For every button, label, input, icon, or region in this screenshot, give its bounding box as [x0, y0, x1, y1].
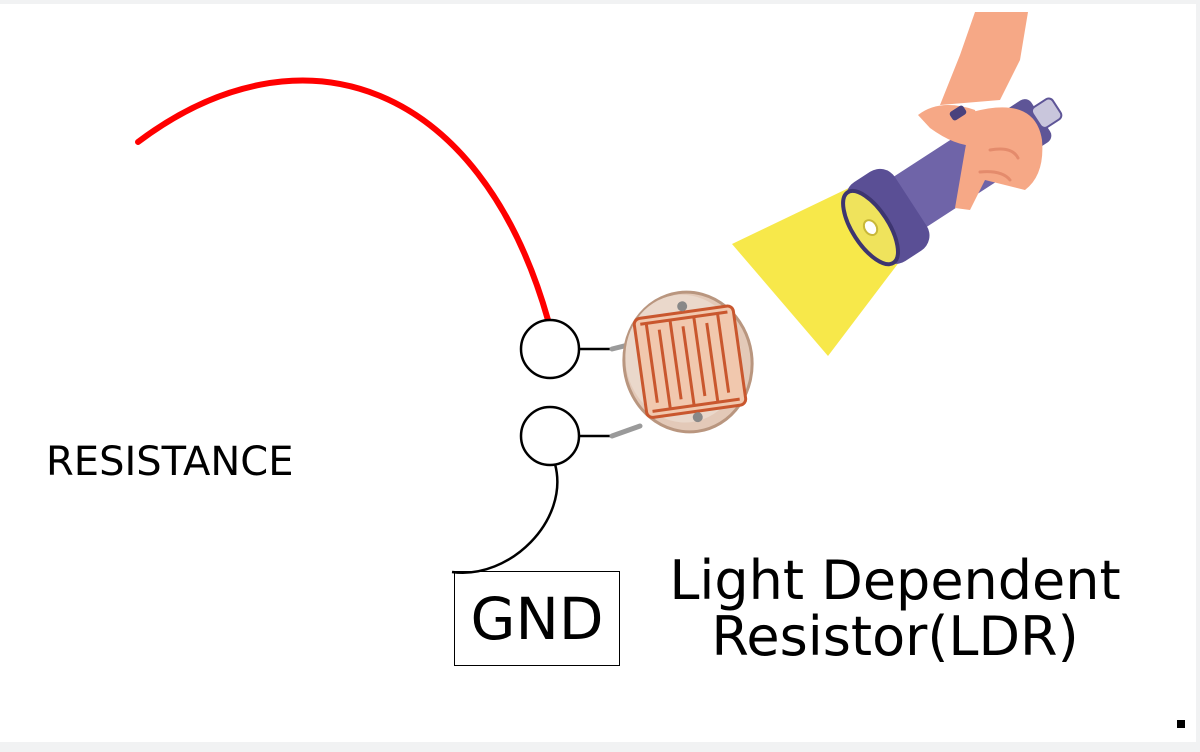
terminal-top	[519, 318, 581, 380]
red-wire	[135, 77, 551, 323]
flashlight-in-hand-icon	[732, 12, 1063, 356]
title-line-2: Resistor(LDR)	[711, 605, 1079, 668]
ground-box: GND	[454, 571, 620, 666]
resistance-label: RESISTANCE	[46, 439, 294, 485]
title-line-1: Light Dependent	[669, 549, 1121, 612]
ldr-photoresistor-icon	[609, 290, 754, 439]
corner-dot	[1177, 720, 1185, 728]
diagram-title: Light Dependent Resistor(LDR)	[630, 553, 1160, 665]
terminal-bottom	[519, 405, 581, 467]
ground-label: GND	[470, 584, 604, 653]
